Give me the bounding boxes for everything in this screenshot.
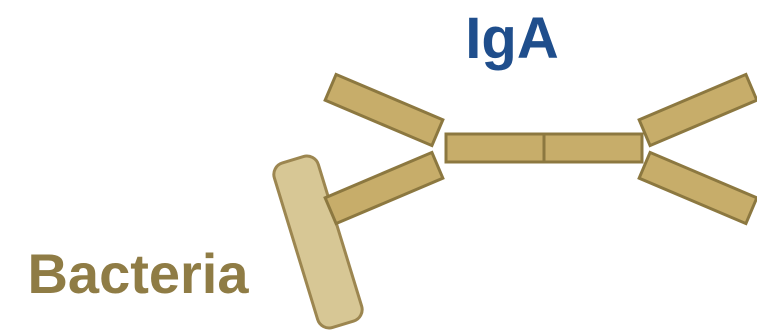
iga-arm-right-lower — [637, 150, 757, 226]
iga-stem-left — [444, 132, 546, 164]
iga-arm-left-upper — [323, 72, 445, 148]
iga-arm-left-lower — [323, 150, 445, 226]
iga-stem-right — [542, 132, 644, 164]
iga-molecule — [323, 72, 757, 226]
bacteria-label: Bacteria — [27, 242, 249, 305]
iga-label: IgA — [465, 6, 558, 71]
bacteria-cell — [272, 154, 364, 330]
iga-arm-right-upper — [637, 72, 757, 148]
